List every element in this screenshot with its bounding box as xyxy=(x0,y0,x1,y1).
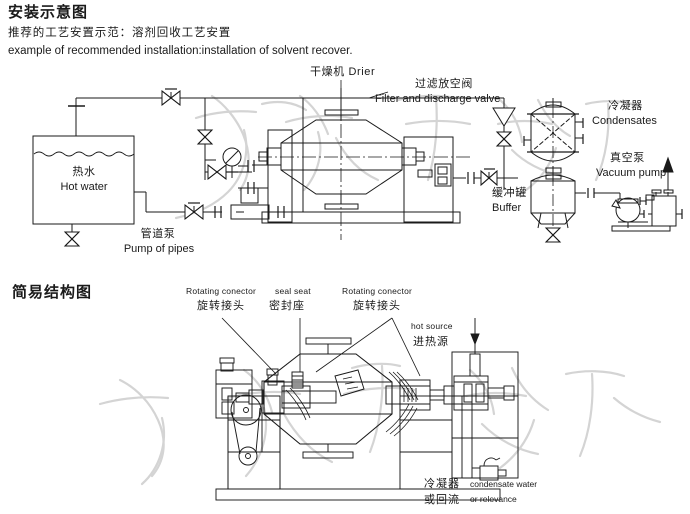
right-shaft-housing xyxy=(453,375,515,411)
vacuum-pump-label-en: Vacuum pump xyxy=(596,167,667,179)
rotating-connector-right-label-en: Rotating conector xyxy=(342,286,413,296)
drier-inlet-flanges xyxy=(238,160,255,194)
filter-relief-stack xyxy=(492,98,516,190)
installation-flow-diagram xyxy=(32,80,683,247)
left-shaft xyxy=(235,389,264,405)
label-leader-lines xyxy=(221,317,421,377)
heat-pipe-bundle xyxy=(385,371,419,437)
top-shutoff-valve xyxy=(161,88,181,107)
cone-body-lower xyxy=(263,337,393,459)
condensate-label-cn-1: 冷凝器 xyxy=(424,478,460,490)
right-rotary-joint xyxy=(385,379,455,411)
top-subtitle-cn: 推荐的工艺安置示范：溶剂回收工艺安置 xyxy=(8,27,232,39)
rotating-connector-right-label-cn: 旋转接头 xyxy=(353,300,401,312)
condensate-return-pipe xyxy=(451,395,519,481)
condensate-label-en-2: or relevance xyxy=(470,494,517,504)
pump-label-en: Pump of pipes xyxy=(123,243,195,255)
double-cone-drier xyxy=(258,80,470,240)
sight-glass xyxy=(334,369,365,397)
condenser-label-cn: 冷凝器 xyxy=(608,100,643,112)
vacuum-separator-tank xyxy=(640,156,683,227)
buffer-label-cn: 缓冲罐 xyxy=(492,187,527,199)
left-internal-pipe xyxy=(285,387,311,421)
vacuum-pump-label-cn: 真空泵 xyxy=(610,152,645,164)
hot-water-label-en: Hot water xyxy=(60,181,108,193)
hot-source-label-en: hot source xyxy=(411,321,453,331)
hot-source-inlet xyxy=(469,318,481,377)
left-rotary-joint xyxy=(261,368,337,414)
seal-seat-label-en: seal seat xyxy=(275,286,311,296)
drive-assembly xyxy=(215,357,262,466)
left-seal-seat xyxy=(291,371,304,389)
discharge-valve xyxy=(480,168,518,187)
hot-water-label-cn: 热水 xyxy=(72,166,96,178)
tank-drain-valve xyxy=(63,231,81,247)
hot-source-label-cn: 进热源 xyxy=(413,336,449,348)
left-pedestal xyxy=(227,395,281,490)
condenser-label-en: Condensates xyxy=(592,115,657,127)
drier-label: 干燥机 Drier xyxy=(310,66,376,78)
condensate-label-en-1: condensate water xyxy=(470,479,538,489)
hot-water-tank xyxy=(32,97,210,232)
pump-label-cn: 管道泵 xyxy=(140,228,176,240)
top-subtitle-en: example of recommended installation:inst… xyxy=(8,45,353,57)
right-frame-box xyxy=(451,351,519,397)
pump-inlet-valve xyxy=(184,202,213,221)
filter-label-en: Filter and discharge valve xyxy=(375,93,501,105)
drier-support-posts xyxy=(291,143,405,212)
bottom-section-heading: 简易结构图 xyxy=(12,284,93,301)
drier-base xyxy=(261,211,461,224)
condensate-label-cn-2: 或回流 xyxy=(424,494,460,506)
rotating-connector-left-label-cn: 旋转接头 xyxy=(197,300,245,312)
filter-discharge-line xyxy=(453,172,481,184)
filter-label-cn: 过滤放空阀 xyxy=(415,78,473,90)
condenser-vessel xyxy=(523,98,584,176)
rotating-connector-left-label-en: Rotating conector xyxy=(186,286,257,296)
gauge-line-valve xyxy=(204,160,252,181)
pump-flange-left xyxy=(214,206,222,218)
machine-base-plate xyxy=(215,488,501,501)
buffer-tank xyxy=(530,174,621,243)
seal-seat-label-cn: 密封座 xyxy=(269,300,305,312)
branch-vertical-valve xyxy=(196,98,216,161)
top-section-heading: 安装示意图 xyxy=(8,4,89,21)
buffer-label-en: Buffer xyxy=(492,202,522,214)
left-frame xyxy=(227,396,281,489)
vacuum-pump xyxy=(611,194,671,232)
